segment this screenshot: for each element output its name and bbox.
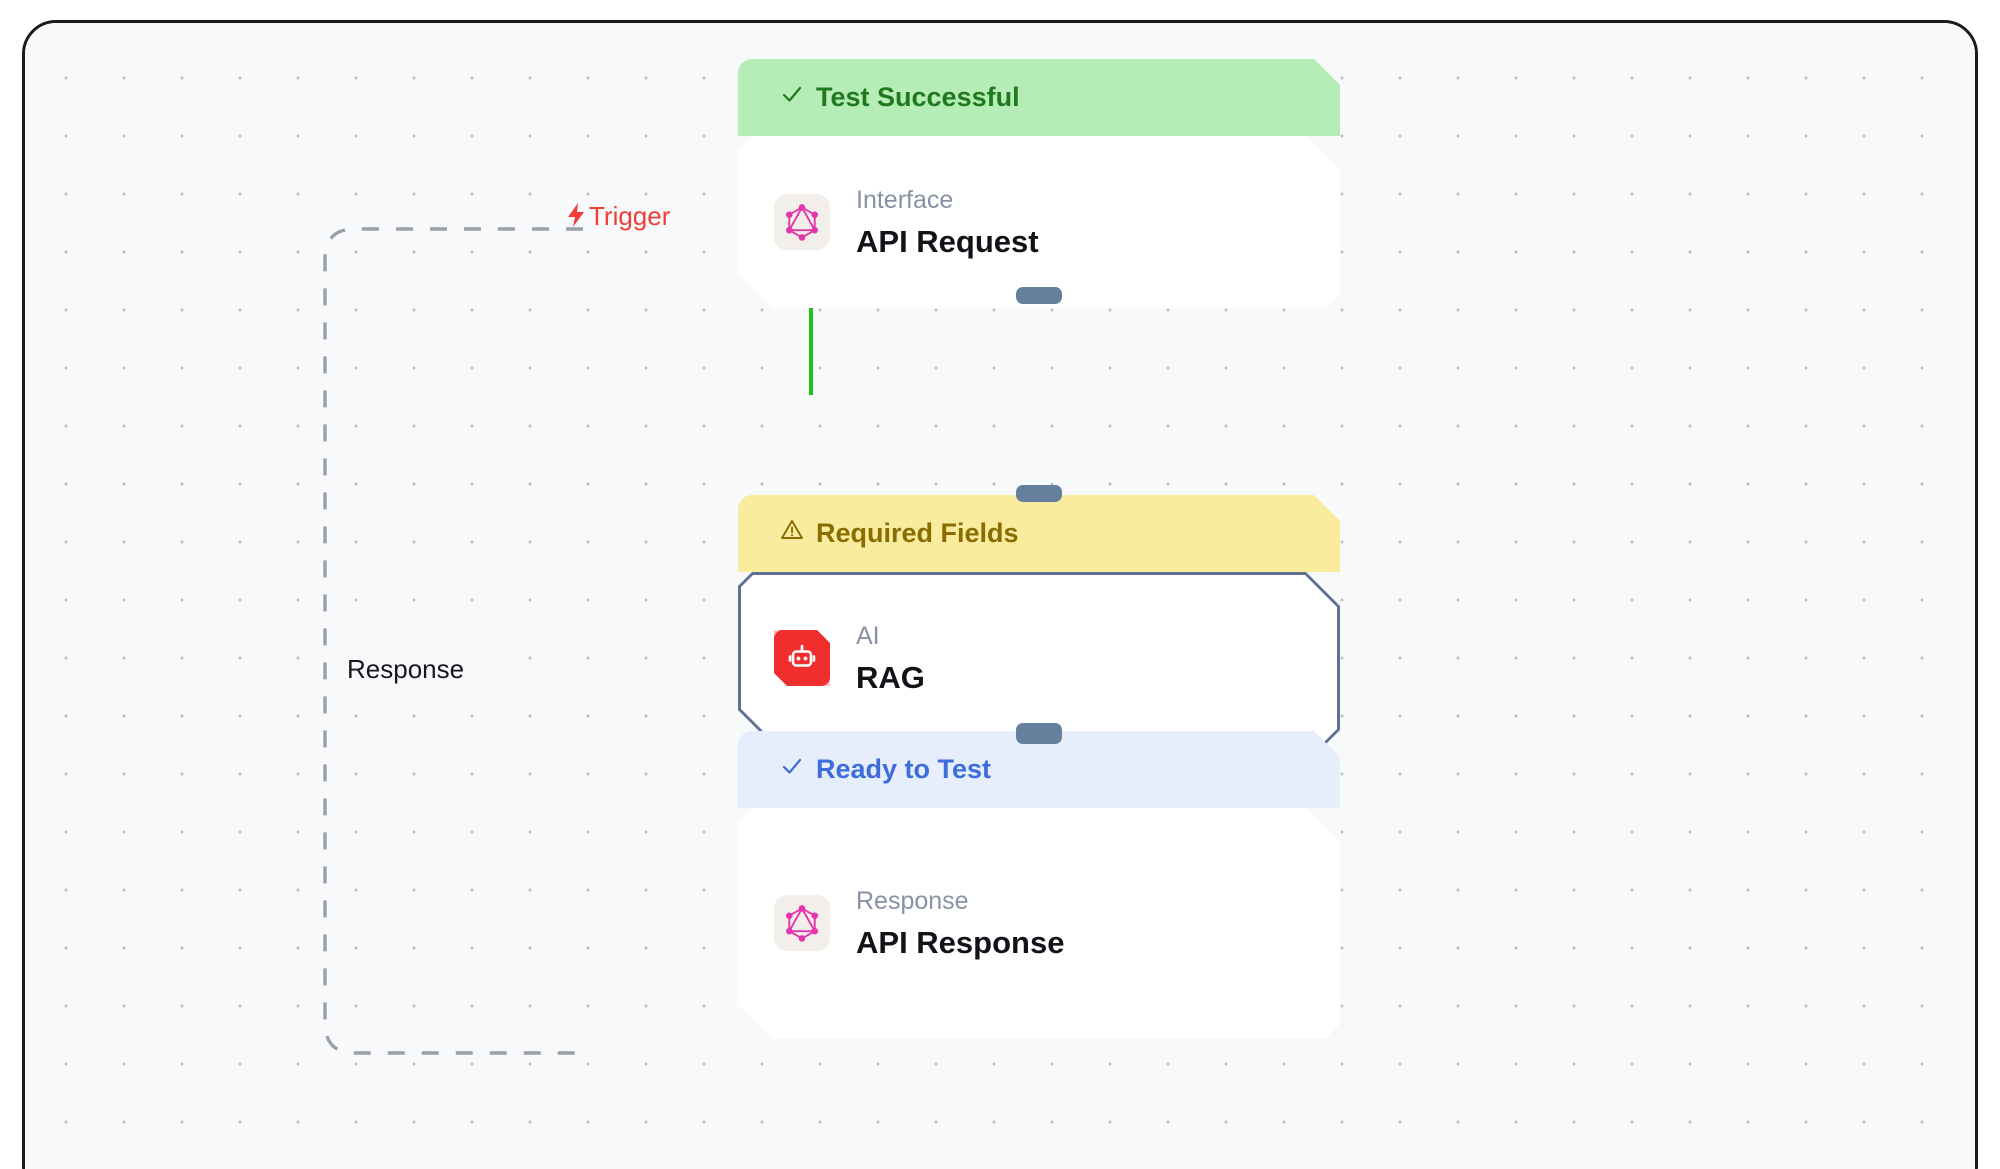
node-kind: Interface: [856, 185, 954, 214]
trigger-edge-label-text: Trigger: [589, 201, 671, 231]
input-handle-api-response[interactable]: [1016, 723, 1062, 740]
node-title: API Response: [856, 925, 1065, 961]
node-kind: AI: [856, 621, 880, 650]
graphql-glyph: [783, 202, 821, 242]
response-edge-label-text: Response: [347, 654, 465, 684]
node-api-response[interactable]: Ready to Test: [738, 723, 1340, 1038]
node-kind: Response: [856, 886, 969, 915]
graphql-icon: [774, 194, 830, 250]
lightning-bolt-glyph: [568, 203, 584, 227]
robot-icon: [774, 630, 830, 686]
check-icon: [780, 754, 804, 783]
check-glyph: [780, 754, 804, 778]
canvas-frame: Trigger Response Test Successful: [22, 20, 1978, 1169]
node-body-rag[interactable]: AI RAG: [738, 572, 1340, 744]
node-title: API Request: [856, 224, 1039, 260]
status-label: Test Successful: [816, 82, 1020, 112]
node-body-api-request[interactable]: Interface API Request: [738, 136, 1340, 308]
check-icon: [780, 82, 804, 111]
graphql-glyph: [783, 903, 821, 943]
node-text-api-request: Interface API Request: [856, 184, 1039, 261]
warning-glyph: [780, 518, 804, 542]
node-rag[interactable]: Required Fields: [738, 485, 1340, 744]
status-label: Required Fields: [816, 518, 1019, 548]
node-title: RAG: [856, 660, 925, 696]
graphql-icon: [774, 895, 830, 951]
robot-glyph: [785, 641, 819, 675]
node-body-api-response[interactable]: Response API Response: [738, 808, 1340, 1038]
node-text-rag: AI RAG: [856, 620, 925, 697]
response-edge-label: Response: [338, 651, 474, 688]
status-badge-test-successful: Test Successful: [738, 59, 1340, 136]
trigger-edge-label: Trigger: [565, 201, 670, 232]
node-text-api-response: Response API Response: [856, 885, 1064, 962]
check-glyph: [780, 82, 804, 106]
status-label: Ready to Test: [816, 754, 992, 784]
node-api-request[interactable]: Test Successful: [738, 59, 1340, 308]
status-badge-required-fields: Required Fields: [738, 495, 1340, 572]
input-handle-rag[interactable]: [1016, 485, 1062, 502]
lightning-bolt-icon: [565, 202, 587, 233]
warning-triangle-icon: [780, 518, 804, 547]
output-handle-api-request[interactable]: [1016, 287, 1062, 304]
